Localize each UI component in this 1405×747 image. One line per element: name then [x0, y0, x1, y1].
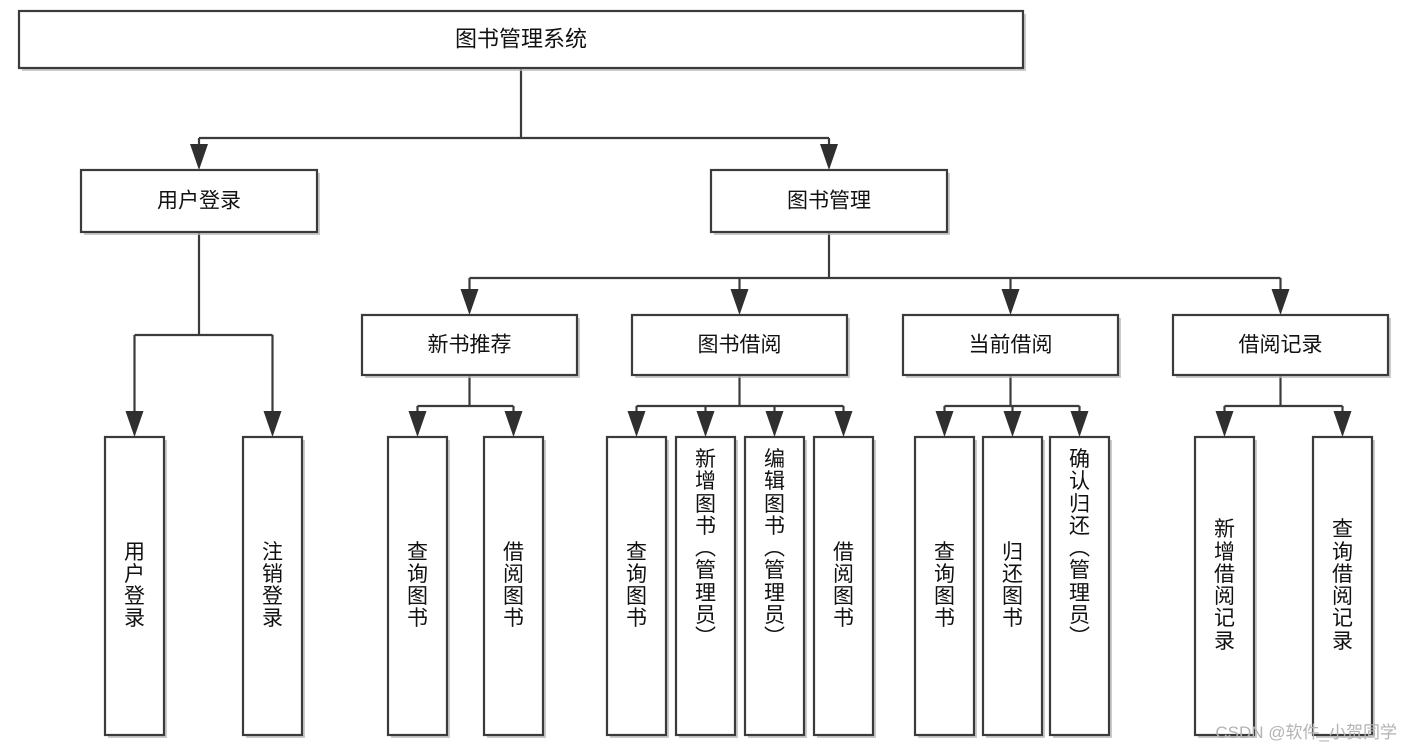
arrow-head-icon-user-login	[190, 144, 208, 170]
node-box-leaf-borrow-book[interactable]	[812, 435, 875, 737]
node-box-root[interactable]	[17, 9, 1025, 70]
node-label-book-borrow: 图书借阅	[698, 334, 782, 357]
node-box-leaf-add-book[interactable]	[674, 435, 737, 737]
node-box-book-manage[interactable]	[709, 168, 949, 234]
arrow-head-icon-leaf-query-book-current	[935, 411, 954, 437]
node-label-borrow-record: 借阅记录	[1239, 334, 1323, 357]
node-box-book-borrow[interactable]	[630, 313, 849, 377]
arrow-head-icon-leaf-borrow-book	[834, 411, 853, 437]
arrow-head-icon-leaf-confirm-return	[1070, 411, 1089, 437]
node-label-new-book-recommend: 新书推荐	[428, 334, 512, 357]
arrow-head-icon-new-book-recommend	[460, 289, 479, 315]
node-box-leaf-query-book-borrow[interactable]	[605, 435, 668, 737]
arrow-head-icon-current-borrow	[1001, 289, 1020, 315]
node-box-leaf-borrow-book-rec[interactable]	[482, 435, 545, 737]
node-box-leaf-query-book-rec[interactable]	[386, 435, 449, 737]
watermark: CSDN @软件_小贺同学	[1215, 723, 1397, 742]
node-box-leaf-user-login[interactable]	[103, 435, 166, 737]
node-label-book-manage: 图书管理	[787, 190, 871, 213]
node-box-user-login[interactable]	[79, 168, 319, 234]
arrow-head-icon-leaf-add-book	[696, 411, 715, 437]
arrow-head-icon-leaf-add-record	[1215, 411, 1234, 437]
node-box-leaf-return-book[interactable]	[981, 435, 1044, 737]
arrow-head-icon-leaf-query-record	[1333, 411, 1352, 437]
arrow-head-icon-leaf-edit-book	[765, 411, 784, 437]
arrow-head-icon-leaf-return-book	[1003, 411, 1022, 437]
arrow-head-icon-book-borrow	[730, 289, 749, 315]
arrow-head-icon-leaf-user-login	[125, 411, 144, 437]
node-box-new-book-recommend[interactable]	[360, 313, 579, 377]
node-box-leaf-edit-book[interactable]	[743, 435, 806, 737]
node-boxes-layer	[17, 9, 1391, 738]
node-box-leaf-query-book-current[interactable]	[913, 435, 976, 737]
node-box-leaf-add-record[interactable]	[1193, 435, 1256, 737]
node-label-user-login: 用户登录	[157, 190, 241, 213]
arrow-head-icon-book-manage	[820, 144, 838, 170]
node-box-borrow-record[interactable]	[1171, 313, 1390, 377]
node-label-root: 图书管理系统	[455, 26, 587, 51]
arrow-head-icon-leaf-logout	[263, 411, 282, 437]
node-box-leaf-confirm-return[interactable]	[1048, 435, 1111, 737]
connectors-layer	[125, 68, 1352, 437]
arrow-head-icon-borrow-record	[1271, 289, 1290, 315]
arrow-head-icon-leaf-query-book-borrow	[627, 411, 646, 437]
node-box-current-borrow[interactable]	[901, 313, 1120, 377]
node-box-leaf-logout[interactable]	[241, 435, 304, 737]
arrow-head-icon-leaf-query-book-rec	[408, 411, 427, 437]
node-label-current-borrow: 当前借阅	[969, 334, 1053, 357]
arrow-head-icon-leaf-borrow-book-rec	[504, 411, 523, 437]
node-box-leaf-query-record[interactable]	[1311, 435, 1374, 737]
